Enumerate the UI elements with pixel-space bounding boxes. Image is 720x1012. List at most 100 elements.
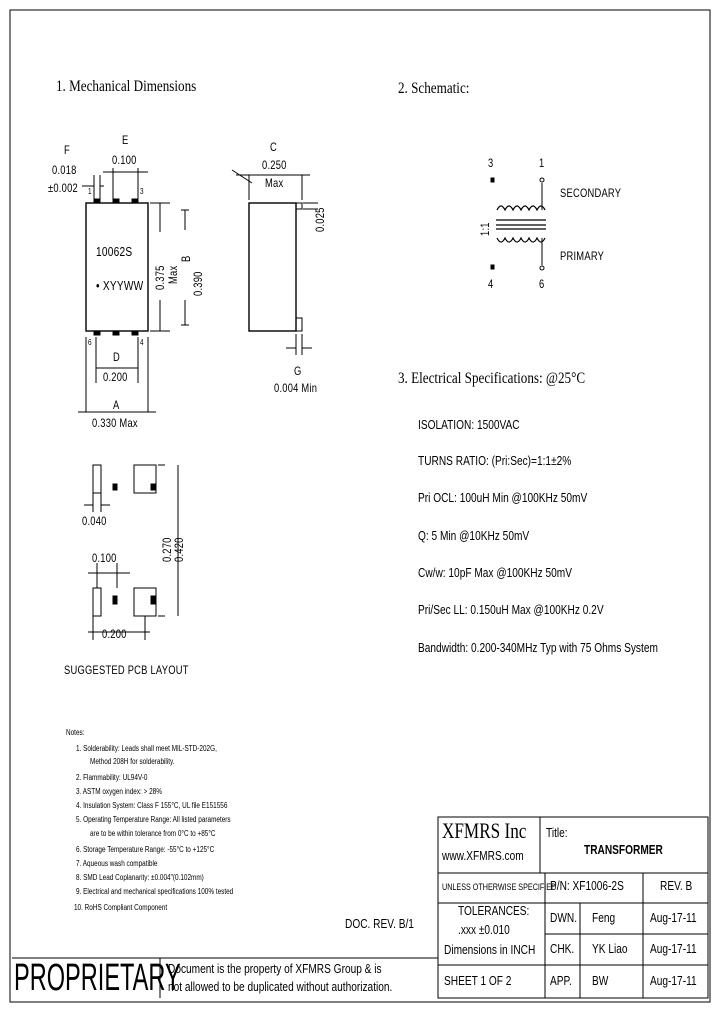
note-item: 1. Solderability: Leads shall meet MIL-S… — [76, 744, 217, 753]
section-electrical-title: 3. Electrical Specifications: @25°C — [398, 370, 586, 387]
pcb-pad — [92, 464, 102, 494]
chk-date: Aug-17-11 — [650, 941, 697, 956]
notes-title: Notes: — [66, 728, 85, 737]
pcb-pad-mark — [112, 483, 118, 491]
schem-ratio: 1:1 — [478, 222, 492, 236]
app-date: Aug-17-11 — [650, 973, 697, 988]
spec-turns-ratio: TURNS RATIO: (Pri:Sec)=1:1±2% — [418, 453, 572, 468]
section-mechanical-title: 1. Mechanical Dimensions — [56, 78, 197, 95]
pcb-pad — [133, 464, 157, 494]
tolerances-label: TOLERANCES: — [458, 903, 530, 918]
pin-4-label: 4 — [140, 338, 144, 347]
pin-3-label: 3 — [140, 187, 144, 196]
unless-specified: UNLESS OTHERWISE SPECIFIED — [442, 882, 557, 892]
dim-e-value: 0.100 — [112, 153, 137, 167]
schem-pin-3: 3 — [488, 156, 494, 170]
pcb-dim-420: 0.420 — [172, 537, 186, 562]
proprietary-line-2: not allowed to be duplicated without aut… — [168, 979, 393, 994]
note-item: 2. Flammability: UL94V-0 — [76, 773, 148, 782]
pcb-dim-100: 0.100 — [92, 551, 117, 565]
spec-leakage: Pri/Sec LL: 0.150uH Max @100KHz 0.2V — [418, 602, 604, 617]
dim-f-value: 0.018 — [52, 163, 77, 177]
app-label: APP. — [550, 973, 572, 988]
pin-6-label: 6 — [88, 338, 92, 347]
company-website: www.XFMRS.com — [442, 848, 524, 863]
transformer-symbol — [490, 177, 546, 271]
company-name: XFMRS Inc — [442, 818, 527, 843]
spec-ocl: Pri OCL: 100uH Min @100KHz 50mV — [418, 490, 588, 505]
schem-pin-6: 6 — [539, 277, 545, 291]
pin-1-label: 1 — [88, 187, 92, 196]
part-marking: 10062S — [96, 244, 133, 259]
dim-a-letter: A — [113, 398, 120, 412]
proprietary-line-1: Document is the property of XFMRS Group … — [168, 961, 382, 976]
sheet-info: SHEET 1 OF 2 — [444, 973, 512, 988]
dim-d-letter: D — [113, 350, 120, 364]
pad — [93, 330, 101, 336]
dim-b-value: 0.390 — [191, 271, 205, 296]
chk-label: CHK. — [550, 941, 575, 956]
pcb-dim-040: 0.040 — [82, 514, 107, 528]
doc-revision: DOC. REV. B/1 — [345, 916, 414, 931]
app-name: BW — [592, 973, 609, 988]
note-item: are to be within tolerance from 0°C to +… — [90, 829, 216, 838]
dim-g-value: 0.004 Min — [274, 381, 318, 395]
title-block-lines — [12, 816, 709, 999]
dim-f-letter: F — [64, 143, 70, 157]
dim-c-letter: C — [270, 140, 277, 154]
side-lead — [295, 317, 303, 332]
schem-primary: PRIMARY — [560, 249, 605, 263]
note-item: 8. SMD Lead Coplanarity: ±0.004"(0.102mm… — [76, 873, 204, 882]
dwn-label: DWN. — [550, 910, 578, 925]
note-item: 3. ASTM oxygen index: > 28% — [76, 787, 162, 796]
note-item: Method 208H for solderability. — [90, 757, 175, 766]
dwn-date: Aug-17-11 — [650, 910, 697, 925]
spec-bandwidth: Bandwidth: 0.200-340MHz Typ with 75 Ohms… — [418, 640, 658, 655]
revision: REV. B — [660, 878, 693, 893]
part-number: P/N: XF1006-2S — [550, 878, 624, 893]
dim-b-0375: 0.375 — [153, 265, 167, 290]
component-side-view — [248, 202, 297, 332]
date-code: • XYYWW — [96, 278, 144, 293]
dim-c-max: Max — [265, 176, 284, 190]
pcb-pad — [92, 587, 102, 617]
dim-b-max: Max — [166, 265, 180, 284]
dimensions-unit: Dimensions in INCH — [444, 942, 536, 957]
pad — [112, 330, 120, 336]
dwn-name: Feng — [592, 910, 616, 925]
pad — [112, 198, 120, 204]
note-item: 6. Storage Temperature Range: -55°C to +… — [76, 845, 215, 854]
chk-name: YK Liao — [592, 941, 628, 956]
note-item: 9. Electrical and mechanical specificati… — [76, 887, 234, 896]
note-item: 10. RoHS Compliant Component — [74, 903, 168, 912]
pcb-dim-200: 0.200 — [102, 627, 127, 641]
schem-pin-1: 1 — [539, 156, 545, 170]
dim-side-025: 0.025 — [313, 207, 327, 232]
dim-e-letter: E — [122, 133, 129, 147]
component-top-view — [85, 202, 149, 332]
dim-c-value: 0.250 — [262, 158, 287, 172]
pad — [131, 198, 139, 204]
spec-q: Q: 5 Min @10KHz 50mV — [418, 528, 530, 543]
note-item: 7. Aqueous wash compatible — [76, 859, 158, 868]
dim-a-value: 0.330 Max — [92, 416, 138, 430]
page-border — [9, 9, 711, 1003]
proprietary-mark: PROPRIETARY — [14, 957, 181, 999]
pcb-caption: SUGGESTED PCB LAYOUT — [64, 663, 189, 677]
pad — [93, 198, 101, 204]
dim-f-tolerance: ±0.002 — [48, 181, 78, 195]
dim-g-letter: G — [294, 364, 302, 378]
pad — [131, 330, 139, 336]
spec-cww: Cw/w: 10pF Max @100KHz 50mV — [418, 565, 573, 580]
tolerances-value: .xxx ±0.010 — [458, 922, 510, 937]
schem-secondary: SECONDARY — [560, 186, 622, 200]
spec-isolation: ISOLATION: 1500VAC — [418, 417, 520, 432]
title-value: TRANSFORMER — [584, 842, 663, 857]
dim-d-value: 0.200 — [103, 370, 128, 384]
side-lead — [295, 202, 303, 210]
note-item: 4. Insulation System: Class F 155°C, UL … — [76, 801, 228, 810]
title-label: Title: — [546, 825, 568, 840]
dim-b-letter: B — [179, 255, 193, 262]
note-item: 5. Operating Temperature Range: All list… — [76, 815, 231, 824]
